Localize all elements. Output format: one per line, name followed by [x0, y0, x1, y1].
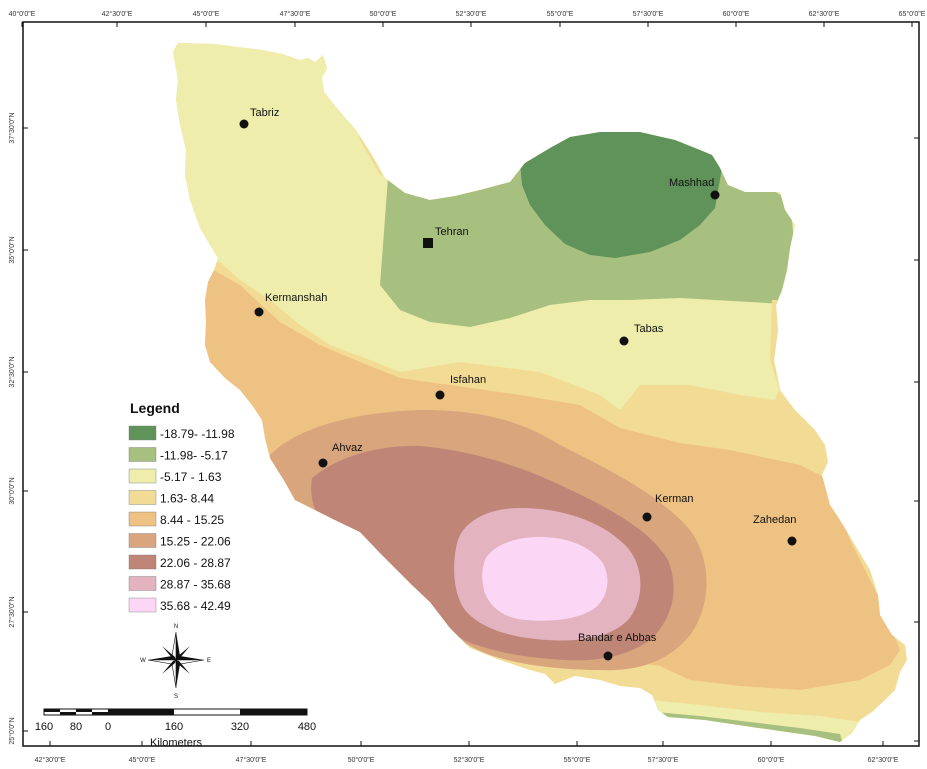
city-label-kerman: Kerman — [655, 493, 694, 505]
legend-label: 1.63- 8.44 — [160, 492, 214, 506]
bottom-tick-label: 57°30'0"E — [648, 756, 679, 764]
legend-label: -5.17 - 1.63 — [160, 470, 222, 484]
bottom-tick-label: 47°30'0"E — [236, 756, 267, 764]
top-tick-label: 40°0'0"E — [9, 10, 36, 18]
legend-swatch — [128, 554, 157, 570]
scale-bar-label: 160 — [35, 721, 53, 733]
city-label-tehran: Tehran — [435, 226, 469, 238]
left-tick-label: 35°0'0"N — [8, 236, 16, 263]
legend-swatch — [128, 468, 157, 484]
legend-swatch — [128, 490, 157, 505]
legend-label: -18.79- -11.98 — [160, 427, 235, 441]
legend-label: 35.68 - 42.49 — [160, 599, 231, 613]
city-marker-tabriz — [239, 119, 249, 129]
city-marker-kerman — [642, 512, 652, 522]
zone-band-1 — [520, 130, 722, 258]
legend: Legend -18.79- -11.98 -11.98- -5.17 -5.17 … — [128, 400, 235, 613]
top-tick-label: 45°0'0"E — [193, 10, 220, 18]
left-tick-label: 32°30'0"N — [8, 356, 16, 387]
city-label-mashhad: Mashhad — [669, 177, 714, 189]
north-arrow-compass: N S E W — [140, 624, 211, 700]
city-marker-zahedan — [787, 536, 797, 546]
scale-bar-labels: 160 80 0 160 320 480 — [35, 721, 316, 733]
city-label-kermanshah: Kermanshah — [265, 292, 327, 304]
left-coordinate-labels: 37°30'0"N 35°0'0"N 32°30'0"N 30°0'0"N 27°30'… — [8, 112, 16, 744]
city-marker-isfahan — [435, 390, 445, 400]
frame-ticks — [21, 22, 919, 746]
top-tick-label: 50°0'0"E — [370, 10, 397, 18]
top-tick-label: 42°30'0"E — [102, 10, 133, 18]
top-tick-label: 60°0'0"E — [723, 10, 750, 18]
scale-bar: 160 80 0 160 320 480 Kilometers — [35, 708, 316, 749]
top-tick-label: 57°30'0"E — [633, 10, 664, 18]
legend-swatch — [128, 576, 157, 591]
legend-swatch — [128, 447, 157, 462]
city-marker-mashhad — [710, 190, 720, 200]
legend-label: 22.06 - 28.87 — [160, 556, 231, 570]
scale-bar-label: 160 — [165, 721, 183, 733]
zone-band-9 — [482, 536, 608, 621]
bottom-tick-label: 50°0'0"E — [348, 756, 375, 764]
top-coordinate-labels: 40°0'0"E 42°30'0"E 45°0'0"E 47°30'0"E 50°0'0… — [9, 10, 926, 18]
legend-swatch — [128, 533, 157, 548]
legend-items: -18.79- -11.98 -11.98- -5.17 -5.17 - 1.63 1… — [128, 425, 235, 613]
legend-label: 15.25 - 22.06 — [160, 535, 231, 549]
scale-bar-label: 0 — [105, 721, 111, 733]
city-label-tabriz: Tabriz — [250, 107, 279, 119]
left-tick-label: 25°0'0"N — [8, 717, 16, 744]
legend-swatch — [128, 597, 157, 613]
city-marker-tehran — [423, 238, 433, 248]
city-marker-bandar-e-abbas — [603, 651, 613, 661]
city-marker-tabas — [619, 336, 629, 346]
legend-label: 8.44 - 15.25 — [160, 513, 224, 527]
compass-north-label: N — [174, 624, 178, 630]
bottom-coordinate-labels: 42°30'0"E 45°0'0"E 47°30'0"E 50°0'0"E 52°30'… — [35, 756, 899, 764]
bottom-tick-label: 62°30'0"E — [868, 756, 899, 764]
bottom-tick-label: 52°30'0"E — [454, 756, 485, 764]
legend-swatch — [128, 425, 157, 441]
legend-label: 28.87 - 35.68 — [160, 578, 231, 592]
left-tick-label: 27°30'0"N — [8, 596, 16, 627]
city-label-tabas: Tabas — [634, 323, 664, 335]
compass-west-label: W — [140, 658, 146, 664]
compass-south-label: S — [174, 694, 178, 700]
bottom-tick-label: 60°0'0"E — [758, 756, 785, 764]
bottom-tick-label: 45°0'0"E — [129, 756, 156, 764]
city-marker-ahvaz — [318, 458, 328, 468]
scale-bar-unit: Kilometers — [150, 737, 202, 749]
bottom-tick-label: 42°30'0"E — [35, 756, 66, 764]
city-marker-kermanshah — [254, 307, 264, 317]
city-label-isfahan: Isfahan — [450, 374, 486, 386]
left-tick-label: 30°0'0"N — [8, 477, 16, 504]
city-label-bandar-e-abbas: Bandar e Abbas — [578, 632, 657, 644]
city-markers: TabrizMashhadTehranKermanshahTabasIsfaha… — [239, 107, 797, 661]
legend-title: Legend — [130, 400, 180, 416]
top-tick-label: 52°30'0"E — [456, 10, 487, 18]
compass-east-label: E — [207, 658, 211, 664]
city-label-ahvaz: Ahvaz — [332, 442, 363, 454]
left-tick-label: 37°30'0"N — [8, 112, 16, 143]
top-tick-label: 55°0'0"E — [547, 10, 574, 18]
legend-swatch — [128, 511, 157, 527]
top-tick-label: 62°30'0"E — [809, 10, 840, 18]
legend-label: -11.98- -5.17 — [160, 449, 228, 463]
scale-bar-label: 320 — [231, 721, 249, 733]
bottom-tick-label: 55°0'0"E — [564, 756, 591, 764]
city-label-zahedan: Zahedan — [753, 514, 796, 526]
scale-bar-label: 80 — [70, 721, 82, 733]
scale-bar-label: 480 — [298, 721, 316, 733]
top-tick-label: 65°0'0"E — [899, 10, 926, 18]
top-tick-label: 47°30'0"E — [280, 10, 311, 18]
